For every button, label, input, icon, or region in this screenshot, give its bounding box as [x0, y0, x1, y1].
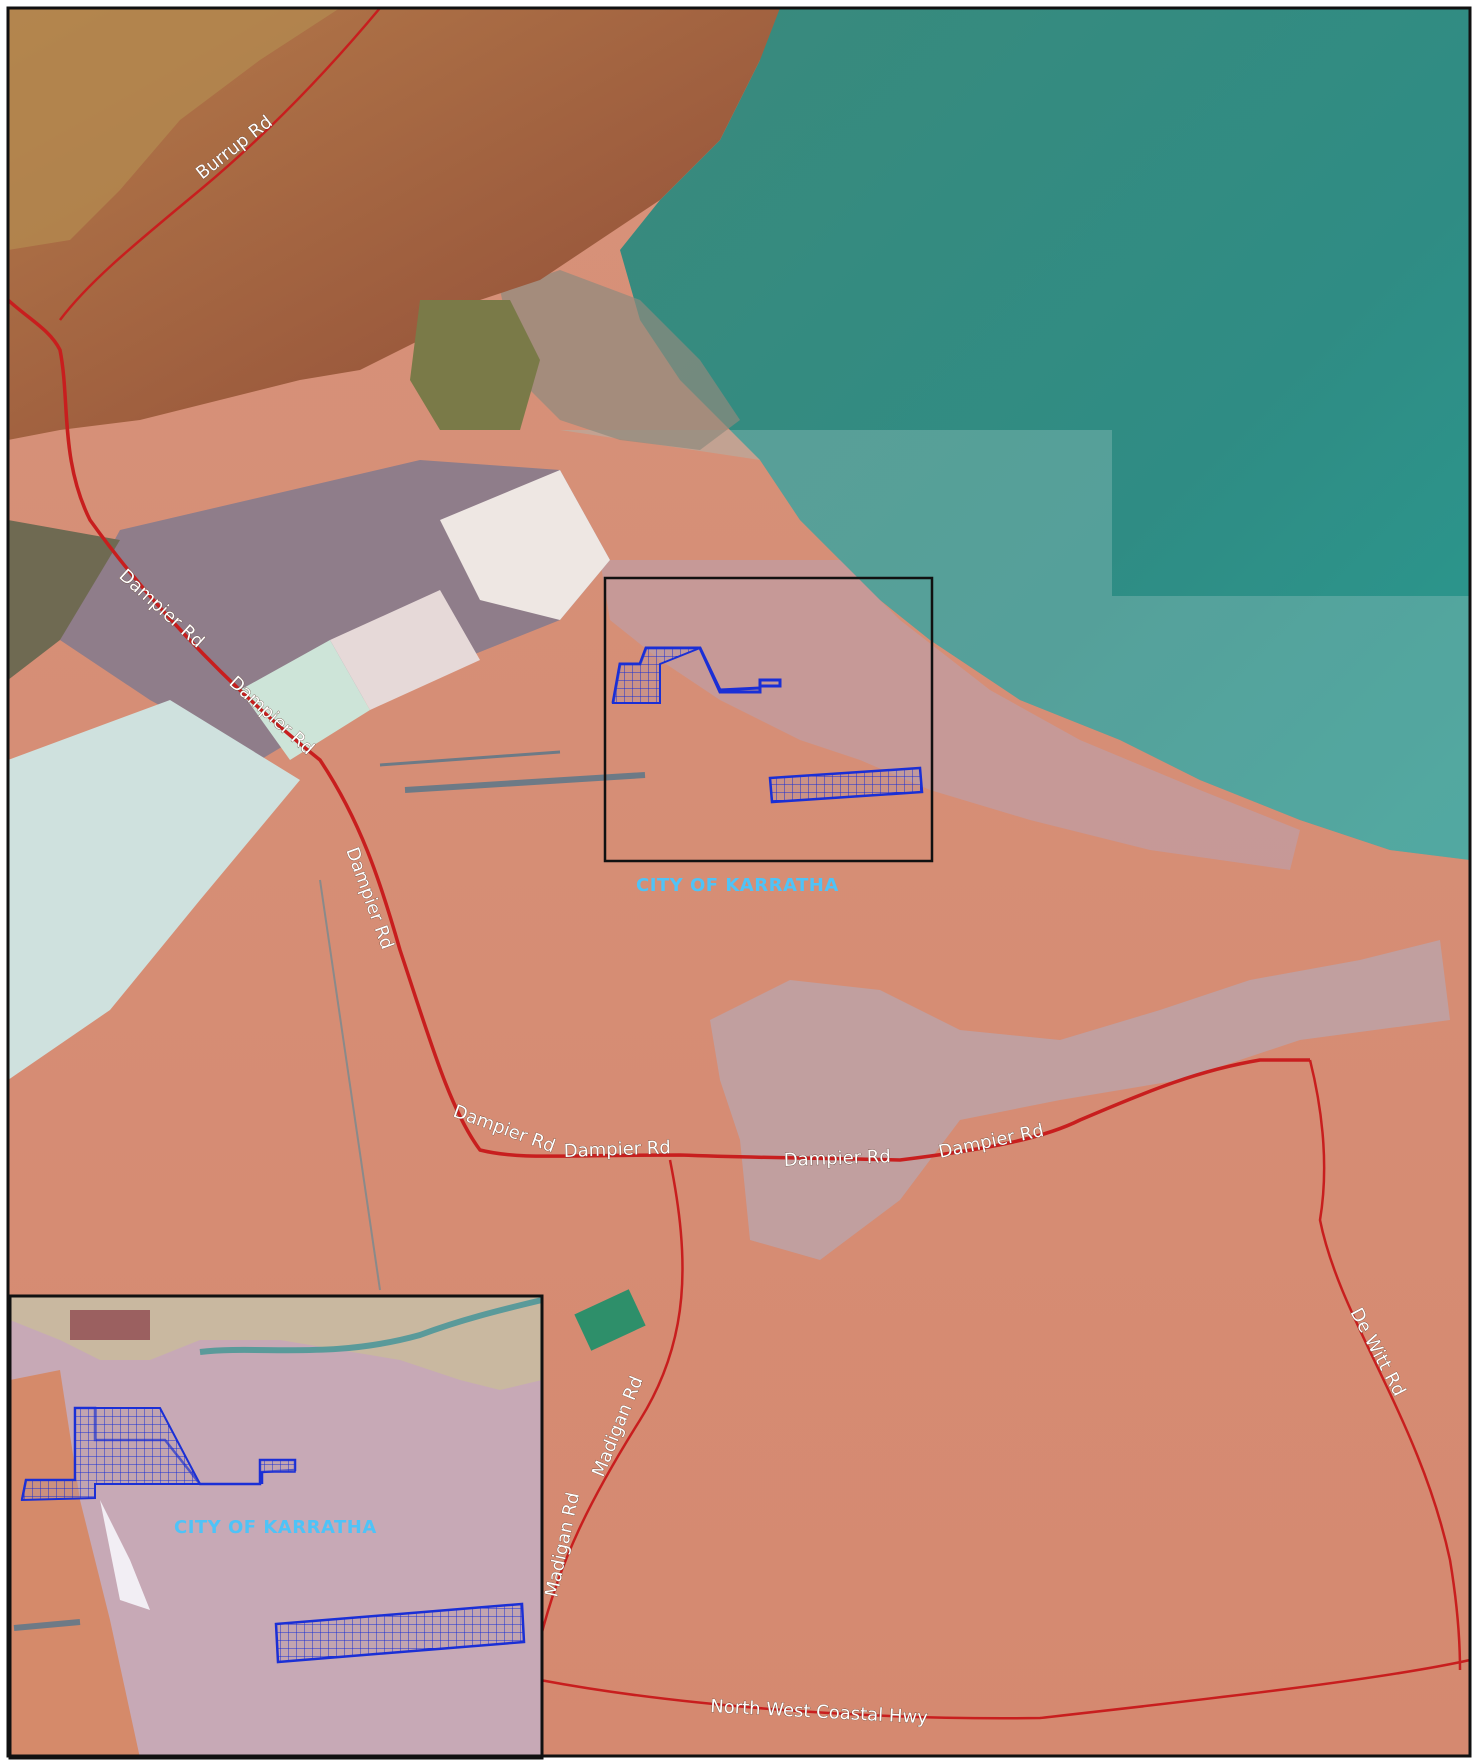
inset-site-area-small[interactable] [259, 1459, 296, 1473]
town-area [710, 940, 1450, 1260]
inset-creek [199, 1297, 543, 1355]
inset-site-area-north[interactable] [20, 1407, 202, 1502]
hill-slope [8, 8, 340, 250]
salt-pond-green [240, 640, 370, 760]
salt-pond-edge [8, 520, 120, 680]
map-frame [6, 6, 1472, 1758]
inset-frame [8, 1294, 544, 1760]
sea-area [620, 8, 1470, 860]
inset-pond [70, 1310, 150, 1340]
site-area-north[interactable] [611, 647, 701, 704]
inset-map [8, 1294, 544, 1760]
inset-land [10, 1370, 140, 1758]
mangrove-flat [500, 270, 740, 450]
road-madigan [538, 1159, 684, 1641]
extent-frame [603, 576, 934, 863]
site-area-south[interactable] [768, 766, 924, 804]
road-dewitt [1308, 1059, 1462, 1671]
range-hills [8, 8, 780, 440]
salt-pond-olive [410, 300, 540, 430]
inset-runway [13, 1619, 81, 1631]
tidal-flat [600, 560, 1300, 870]
salt-pond-white-1 [440, 470, 610, 620]
inset-salt-streak [100, 1500, 150, 1610]
imagery-patch [560, 430, 1470, 860]
road-label-dampier-5: Dampier Rd [563, 1137, 671, 1162]
place-label-main: CITY OF KARRATHA [636, 875, 839, 896]
road-label-dampier-6: Dampier Rd [783, 1146, 891, 1171]
settling-ponds [574, 1289, 646, 1351]
salt-pond-pink [330, 590, 480, 710]
road-nwch [539, 1658, 1471, 1720]
road-burrup [59, 7, 381, 321]
salt-ponds-pale [8, 700, 300, 1080]
inset-site-area-south[interactable] [274, 1602, 526, 1664]
place-label-inset: CITY OF KARRATHA [174, 1517, 377, 1538]
airport-taxiway [379, 750, 561, 767]
road-network [6, 7, 1471, 1720]
road-dampier [6, 298, 1310, 1162]
railway-line [319, 879, 381, 1291]
